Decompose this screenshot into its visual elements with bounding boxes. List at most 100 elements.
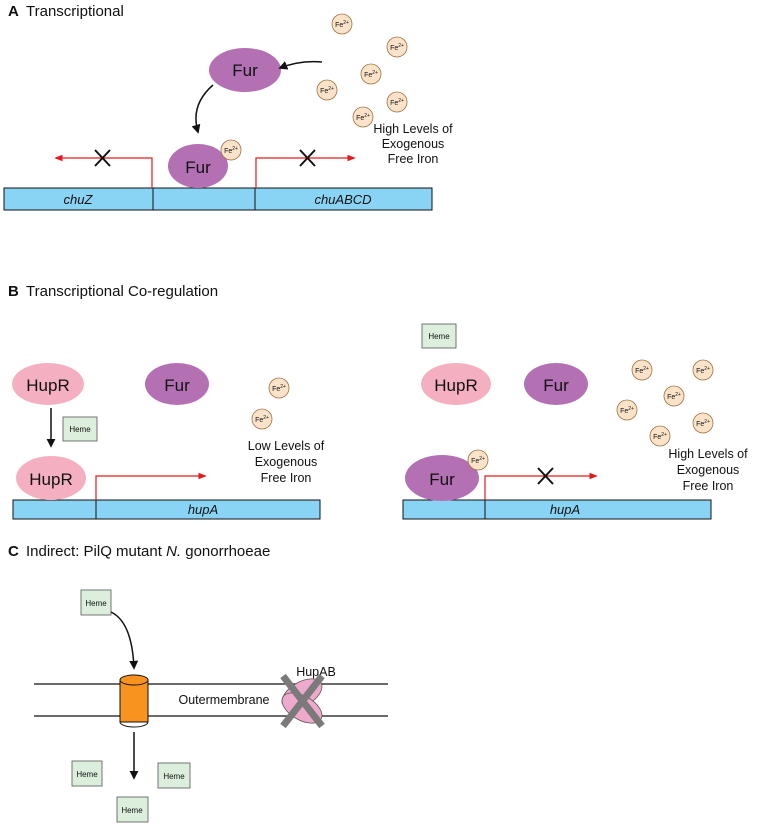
svg-text:Fe2+: Fe2+ [696,366,710,375]
svg-text:High Levels of: High Levels of [373,122,453,136]
svg-text:High Levels of: High Levels of [668,447,748,461]
promoter-arrow-hupa-blocked [484,472,598,500]
iron-ion: Fe2+ [220,139,242,161]
iron-ion: Fe2+ [360,63,382,85]
fur-protein-free: Fur [209,48,281,92]
low-iron-note: Low Levels of Exogenous Free Iron [248,439,325,485]
fe-charge-label: 2+ [364,113,370,119]
fe-charge-label: 2+ [398,98,404,104]
svg-text:Fe2+: Fe2+ [335,20,349,29]
svg-text:Heme: Heme [76,770,98,779]
blocked-x-icon [299,149,316,167]
promoter-arrow-chuz [54,154,153,188]
iron-ion: Fe2+ [631,359,653,381]
iron-ion: Fe2+ [467,449,489,471]
svg-text:Free Iron: Free Iron [683,479,734,493]
iron-ion: Fe2+ [616,399,638,421]
panel-c-letter: C [8,543,19,560]
iron-ion: Fe2+ [268,377,290,399]
high-iron-note: High Levels of Exogenous Free Iron [668,447,748,493]
gene-bar-a: chuZ chuABCD [3,187,433,211]
svg-text:Fe2+: Fe2+ [390,98,404,107]
svg-text:Fe2+: Fe2+ [224,146,238,155]
svg-text:Fur: Fur [185,158,211,177]
hupab-label: HupAB [296,665,336,679]
hupr-protein: HupR [12,363,84,405]
svg-text:Fe2+: Fe2+ [635,366,649,375]
iron-ion: Fe2+ [386,36,408,58]
iron-ion: Fe2+ [251,408,273,430]
svg-text:Free Iron: Free Iron [388,152,439,166]
svg-text:Fur: Fur [543,376,569,395]
panel-c: C Indirect: PilQ mutant N. gonorrhoeae O… [8,543,388,823]
fe-label: Fe [335,22,343,29]
panel-a-title: Transcriptional [26,3,124,20]
panel-b: B Transcriptional Co-regulation HupR Fur… [8,283,748,520]
fur-protein-bound: Fur [405,455,479,501]
svg-text:Fur: Fur [164,376,190,395]
heme-entry-arrow [110,611,139,670]
svg-text:Heme: Heme [69,425,91,434]
iron-ion: Fe2+ [386,91,408,113]
svg-text:Fe2+: Fe2+ [390,43,404,52]
svg-text:Fe2+: Fe2+ [653,432,667,441]
fur-label: Fur [232,61,258,80]
svg-text:Heme: Heme [85,599,107,608]
iron-binding-arrow [278,60,323,70]
pilq-channel [119,674,149,728]
svg-text:Fe2+: Fe2+ [620,406,634,415]
svg-text:Exogenous: Exogenous [677,463,740,477]
panel-b-title: Transcriptional Co-regulation [26,283,218,300]
svg-text:Fe2+: Fe2+ [364,70,378,79]
fur-protein-bound: Fur [168,144,228,188]
svg-text:Fe2+: Fe2+ [471,456,485,465]
svg-text:Exogenous: Exogenous [382,137,445,151]
svg-text:Fe2+: Fe2+ [696,419,710,428]
high-iron-note: High Levels of Exogenous Free Iron [373,122,453,166]
promoter-arrow-chuabcd [255,154,356,188]
iron-ion: Fe2+ [692,359,714,381]
fe-charge-label: 2+ [328,86,334,92]
fe-label: Fe [356,115,364,122]
hupr-protein: HupR [421,363,491,405]
panel-b-letter: B [8,283,19,300]
heme-molecule: Heme [80,589,112,616]
gene-chuabcd-label: chuABCD [314,192,371,207]
heme-molecule: Heme [157,762,191,789]
panel-c-title: Indirect: PilQ mutant N. gonorrhoeae [26,543,270,560]
svg-text:Low Levels of: Low Levels of [248,439,325,453]
fe-label: Fe [390,45,398,52]
iron-ion: Fe2+ [663,385,685,407]
fe-charge-label: 2+ [343,20,349,26]
fe-label: Fe [364,72,372,79]
blocked-x-icon [280,673,325,729]
fur-protein: Fur [145,363,209,405]
blocked-x-icon [537,467,554,485]
svg-text:HupR: HupR [26,376,69,395]
svg-text:HupR: HupR [29,470,72,489]
iron-ion: Fe2+ [649,425,671,447]
svg-text:HupR: HupR [434,376,477,395]
heme-molecule: Heme [116,796,149,823]
svg-text:Fe2+: Fe2+ [356,113,370,122]
fe-charge-label: 2+ [398,43,404,49]
fe-charge-label: 2+ [372,70,378,76]
heme-molecule: Heme [71,760,103,787]
heme-molecule: Heme [421,323,457,349]
svg-text:Fe2+: Fe2+ [320,86,334,95]
svg-text:Heme: Heme [163,772,185,781]
fur-protein: Fur [524,363,588,405]
iron-ion: Fe2+ [331,13,353,35]
svg-text:hupA: hupA [550,502,580,517]
heme-molecule: Heme [62,416,98,442]
svg-text:Fur: Fur [429,470,455,489]
gene-bar-b-right: hupA [402,499,712,520]
gene-chuz-label: chuZ [64,192,94,207]
iron-ion: Fe2+ [316,79,338,101]
blocked-x-icon [94,149,111,167]
hupr-protein-bound: HupR [16,456,86,500]
panel-a-letter: A [8,3,19,20]
svg-text:Heme: Heme [121,806,143,815]
promoter-arrow-hupa-active [95,472,207,500]
